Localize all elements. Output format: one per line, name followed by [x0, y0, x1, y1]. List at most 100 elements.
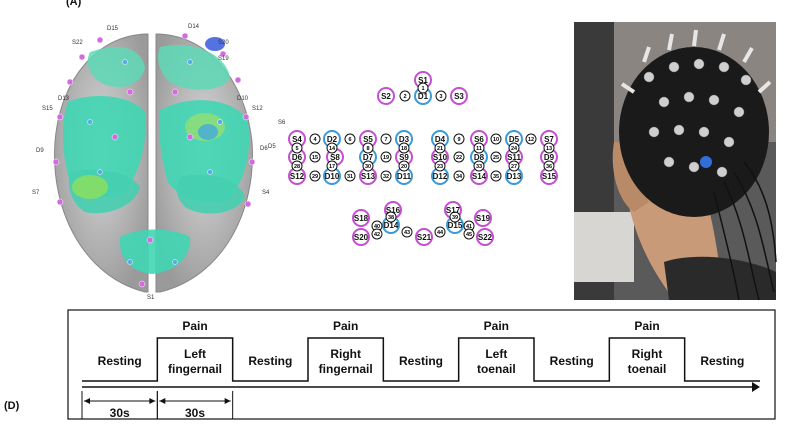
channel-number: 17 — [329, 164, 335, 170]
channel-number: 20 — [401, 164, 407, 170]
channel-marker — [435, 90, 447, 102]
duration-arrow-left — [84, 398, 90, 404]
channel-number: 19 — [383, 155, 389, 161]
pain-label: Pain — [484, 319, 509, 333]
source-label: S11 — [507, 153, 521, 162]
channel-marker — [543, 142, 555, 154]
channel-number: 9 — [457, 137, 460, 143]
source-label: S10 — [433, 153, 448, 162]
channel-number: 12 — [528, 137, 534, 143]
brain-map-label: S6 — [278, 120, 286, 126]
channel-number: 38 — [388, 215, 394, 221]
channel-marker — [380, 133, 392, 145]
source-label: S13 — [361, 172, 376, 181]
panel-a-label: (A) — [66, 0, 82, 8]
source-label: S9 — [399, 153, 409, 162]
brain-map-label: D15 — [107, 26, 119, 32]
channel-marker — [399, 90, 411, 102]
channel-marker — [525, 133, 537, 145]
channel-marker — [543, 160, 555, 172]
source-optode — [352, 228, 370, 246]
stimulus-waveform — [82, 337, 760, 382]
detector-label: D1 — [418, 92, 429, 101]
detector-label: D11 — [397, 172, 412, 181]
channel-marker — [291, 160, 303, 172]
channel-marker — [380, 170, 392, 182]
segment-label: Resting — [550, 354, 594, 368]
channel-number: 4 — [313, 137, 317, 143]
detector-label: D12 — [433, 172, 448, 181]
brain-map-label: D13 — [58, 96, 70, 102]
brain-map-label: D14 — [188, 24, 200, 30]
channel-marker — [398, 160, 410, 172]
channel-number: 27 — [511, 164, 517, 170]
channel-number: 22 — [456, 155, 462, 161]
channel-marker — [326, 160, 338, 172]
brain-map-label: S7 — [32, 190, 40, 196]
channel-number: 7 — [384, 137, 387, 143]
source-label: S16 — [386, 206, 401, 215]
source-label: S15 — [542, 172, 557, 181]
channel-number: 1 — [421, 86, 424, 92]
detector-label: D7 — [363, 153, 374, 162]
segment-label: Resting — [248, 354, 292, 368]
timeline-frame — [67, 309, 776, 420]
source-label: S8 — [330, 153, 340, 162]
duration-label: 30s — [110, 406, 130, 420]
source-label: S3 — [454, 92, 464, 101]
channel-number: 28 — [294, 164, 300, 170]
brain-map-label: S4 — [262, 190, 270, 196]
detector-label: D14 — [384, 221, 399, 230]
segment-label: Resting — [700, 354, 744, 368]
segment-label: toenail — [477, 362, 516, 376]
source-label: S21 — [417, 233, 432, 242]
brain-map-label: D10 — [237, 96, 249, 102]
duration-arrow-left — [159, 398, 166, 404]
channel-marker — [326, 142, 338, 154]
pain-label: Pain — [182, 319, 207, 333]
detector-label: D5 — [509, 135, 520, 144]
channel-number: 31 — [347, 174, 353, 180]
pain-label: Pain — [634, 319, 659, 333]
channel-marker — [398, 142, 410, 154]
channel-marker — [380, 151, 392, 163]
brain-map-label: D9 — [36, 148, 44, 154]
panel-d-label: (D) — [4, 400, 20, 412]
brain-map-label: S19 — [218, 56, 229, 62]
channel-number: 41 — [466, 224, 472, 230]
brain-map-label: S15 — [42, 106, 53, 112]
segment-label: Right — [330, 347, 361, 361]
source-label: S14 — [472, 172, 487, 181]
channel-marker — [449, 211, 461, 223]
detector-label: D13 — [507, 172, 522, 181]
channel-marker — [309, 133, 321, 145]
source-label: D9 — [544, 153, 555, 162]
source-label: S17 — [446, 206, 461, 215]
detector-label: D4 — [435, 135, 446, 144]
channel-number: 30 — [365, 164, 371, 170]
source-label: S18 — [354, 214, 369, 223]
channel-number: 36 — [546, 164, 552, 170]
source-optode — [415, 228, 433, 246]
source-label: S2 — [381, 92, 391, 101]
channel-marker — [490, 151, 502, 163]
channel-number: 39 — [452, 215, 458, 221]
channel-number: 43 — [404, 230, 410, 236]
duration-arrow-right — [224, 398, 231, 404]
detector-label: D10 — [325, 172, 340, 181]
channel-marker — [453, 170, 465, 182]
channel-number: 42 — [374, 232, 380, 238]
channel-marker — [344, 170, 356, 182]
source-label: S5 — [363, 135, 373, 144]
channel-number: 2 — [403, 94, 406, 100]
channel-number: 5 — [295, 146, 298, 152]
duration-label: 30s — [185, 406, 205, 420]
channel-number: 14 — [329, 146, 336, 152]
channel-marker — [291, 142, 303, 154]
source-optode — [474, 209, 492, 227]
detector-label: D2 — [327, 135, 338, 144]
